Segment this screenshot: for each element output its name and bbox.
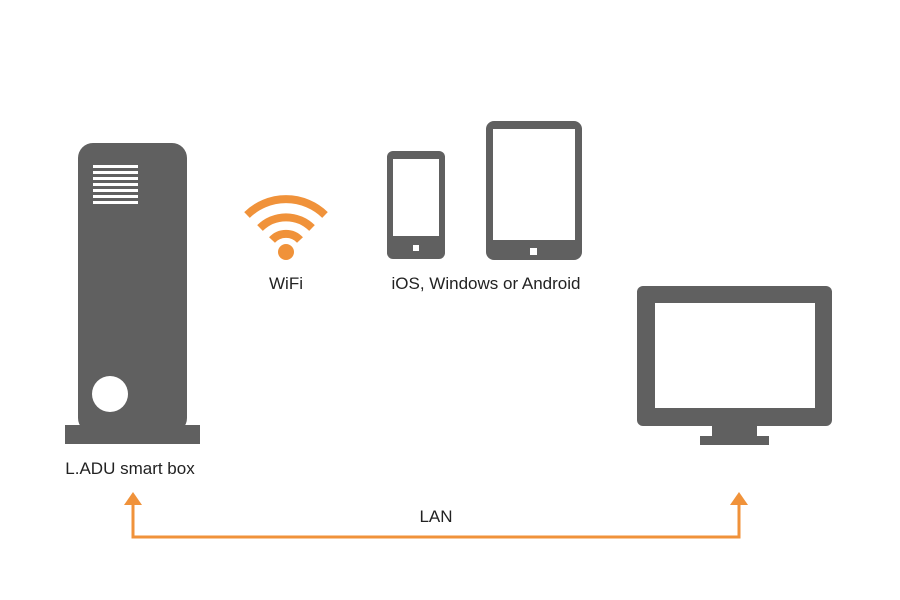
smart-box-icon bbox=[65, 143, 200, 444]
tv-monitor-icon bbox=[637, 286, 832, 445]
tablet-icon bbox=[486, 121, 582, 260]
smartphone-icon bbox=[387, 151, 445, 259]
wifi-label: WiFi bbox=[269, 274, 303, 293]
lan-connection-arrow bbox=[124, 492, 748, 539]
power-button bbox=[92, 376, 128, 412]
arrowhead-left-icon bbox=[124, 492, 142, 505]
lan-label: LAN bbox=[419, 507, 452, 526]
smart-box-label: L.ADU smart box bbox=[65, 459, 195, 478]
arrowhead-right-icon bbox=[730, 492, 748, 505]
wifi-icon bbox=[244, 195, 328, 260]
devices-label: iOS, Windows or Android bbox=[392, 274, 581, 293]
vent-grille bbox=[93, 165, 138, 204]
smart-box-base bbox=[65, 425, 200, 444]
